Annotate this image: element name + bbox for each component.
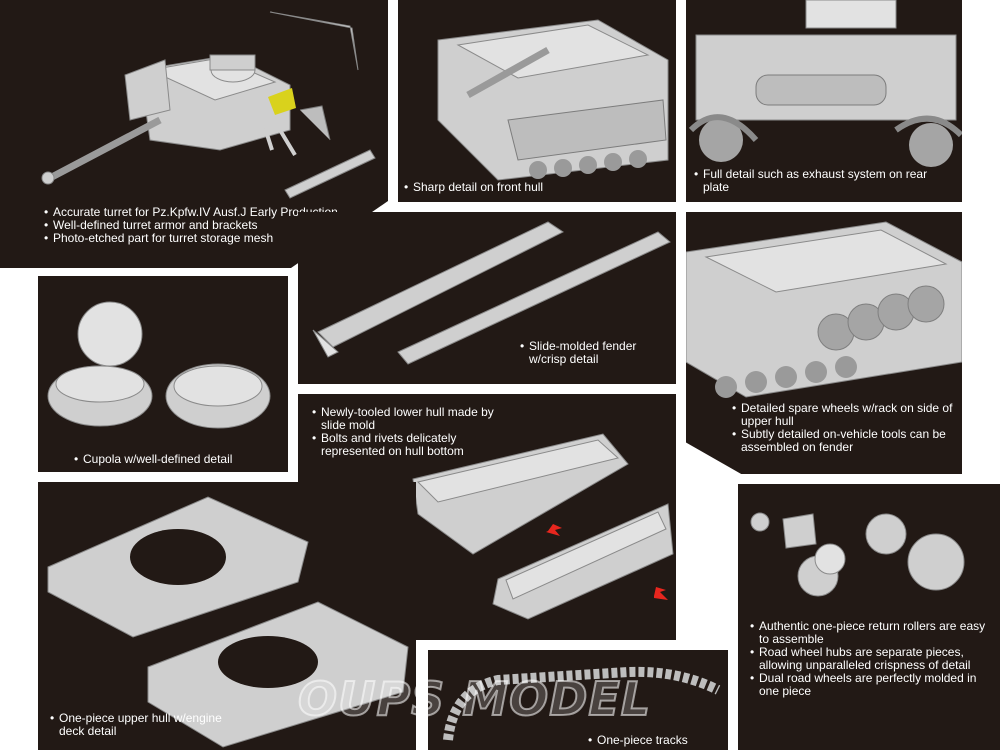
mesh-part xyxy=(268,88,296,115)
caption-line: Sharp detail on front hull xyxy=(404,181,664,195)
caption-line: Bolts and rivets delicately represented … xyxy=(312,432,512,458)
lower-hull-illustration xyxy=(412,433,674,620)
panel-rear-plate: Full detail such as exhaust system on re… xyxy=(686,0,962,202)
watermark-logo: OUPS MODEL xyxy=(297,671,652,727)
fender-illustration xyxy=(312,221,671,365)
caption-line: Slide-molded fender w/crisp detail xyxy=(520,340,670,366)
panel-fender: Slide-molded fender w/crisp detail xyxy=(298,212,676,384)
upper-hull-illustration xyxy=(47,496,409,748)
panel-front-hull: Sharp detail on front hull xyxy=(398,0,676,202)
caption-line: Subtly detailed on-vehicle tools can be … xyxy=(732,428,957,454)
caption-line: Newly-tooled lower hull made by slide mo… xyxy=(312,406,512,432)
front-hull-caption: Sharp detail on front hull xyxy=(404,181,664,195)
tracks-caption: One-piece tracks xyxy=(588,734,718,748)
cupola-caption: Cupola w/well-defined detail xyxy=(74,453,284,467)
return-rollers-illustration xyxy=(750,512,965,597)
panel-tracks: One-piece tracks xyxy=(428,650,728,750)
turret-caption: Accurate turret for Pz.Kpfw.IV Ausf.J Ea… xyxy=(44,206,344,246)
front-hull-illustration xyxy=(437,19,669,181)
caption-line: Authentic one-piece return rollers are e… xyxy=(750,620,995,646)
panel-upper-hull: One-piece upper hull w/engine deck detai… xyxy=(38,482,416,750)
caption-line: One-piece tracks xyxy=(588,734,718,748)
rear-plate-caption: Full detail such as exhaust system on re… xyxy=(694,168,954,194)
caption-line: Full detail such as exhaust system on re… xyxy=(694,168,954,194)
caption-line: Photo-etched part for turret storage mes… xyxy=(44,232,344,246)
return-rollers-caption: Authentic one-piece return rollers are e… xyxy=(750,620,995,698)
fender-caption: Slide-molded fender w/crisp detail xyxy=(520,340,670,366)
arrow-marker xyxy=(654,587,668,600)
cupola-illustration xyxy=(47,301,271,429)
arrow-marker xyxy=(546,524,562,536)
panel-return-rollers: Authentic one-piece return rollers are e… xyxy=(738,484,1000,750)
caption-line: Road wheel hubs are separate pieces, all… xyxy=(750,646,995,672)
spare-wheels-illustration xyxy=(686,221,962,398)
caption-line: Dual road wheels are perfectly molded in… xyxy=(750,672,995,698)
rear-plate-illustration xyxy=(688,0,962,167)
panel-cupola: Cupola w/well-defined detail xyxy=(38,276,288,472)
caption-line: One-piece upper hull w/engine deck detai… xyxy=(50,712,230,738)
caption-line: Well-defined turret armor and brackets xyxy=(44,219,344,233)
caption-line: Cupola w/well-defined detail xyxy=(74,453,284,467)
spare-wheels-caption: Detailed spare wheels w/rack on side of … xyxy=(732,402,957,454)
caption-line: Accurate turret for Pz.Kpfw.IV Ausf.J Ea… xyxy=(44,206,344,220)
upper-hull-caption: One-piece upper hull w/engine deck detai… xyxy=(50,712,230,738)
turret-illustration xyxy=(41,11,376,199)
panel-spare-wheels: Detailed spare wheels w/rack on side of … xyxy=(686,212,962,474)
lower-hull-caption: Newly-tooled lower hull made by slide mo… xyxy=(312,406,512,458)
tracks-illustration xyxy=(443,666,721,741)
caption-line: Detailed spare wheels w/rack on side of … xyxy=(732,402,957,428)
panel-turret: Accurate turret for Pz.Kpfw.IV Ausf.J Ea… xyxy=(0,0,388,268)
